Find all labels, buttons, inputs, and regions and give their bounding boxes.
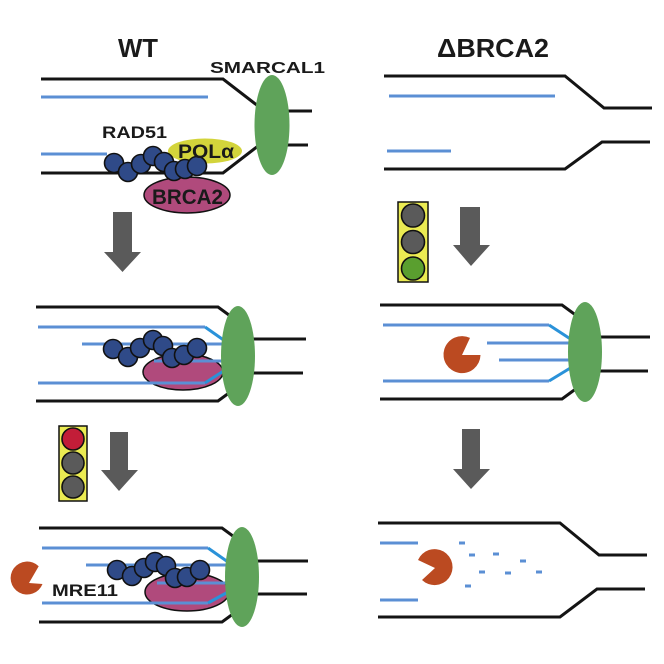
traffic-light-bottom-lamp [400, 256, 426, 281]
traffic-light-bottom-lamp [61, 475, 85, 499]
rad51-filament [106, 551, 211, 589]
nascent-strand-junction [548, 365, 573, 383]
parental-strand-bottom [36, 388, 234, 403]
mre11-nuclease-icon [418, 549, 453, 586]
nascent-strand-junction [207, 546, 229, 564]
parental-strand-bottom [41, 144, 259, 175]
nascent-strand-junction [548, 323, 573, 342]
mre11-nuclease-icon [443, 336, 481, 374]
parental-strand-top [36, 305, 234, 320]
rad51-filament [102, 329, 208, 369]
smarcal1-protein [221, 306, 255, 406]
parental-strand-bottom [378, 587, 645, 619]
parental-strand-top [39, 526, 238, 541]
down-arrow-icon [104, 212, 141, 272]
parental-strand-top [380, 303, 578, 318]
smarcal1-label: SMARCAL1 [210, 60, 325, 77]
dna-fragment [465, 584, 471, 588]
rad51-protomer [186, 337, 208, 359]
smarcal1-protein [568, 302, 602, 402]
mre11-label: MRE11 [52, 581, 118, 600]
parental-strand-top [384, 74, 652, 110]
smarcal1-protein [225, 527, 259, 627]
dbrca2-panel-2-reversed-fork [380, 302, 650, 402]
smarcal1-protein [254, 75, 290, 175]
nascent-strand-junction [204, 325, 226, 343]
mre11-nuclease-icon [10, 561, 43, 595]
dna-fragment [493, 552, 499, 556]
column-title-dbrca2: ΔBRCA2 [437, 33, 549, 63]
wt-panel-3-protected-fork: MRE11 [10, 526, 308, 627]
down-arrow-icon [101, 432, 138, 491]
column-title-wt: WT [118, 33, 158, 63]
traffic-light-top-lamp [400, 203, 426, 228]
traffic-light-middle-lamp [400, 229, 426, 255]
parental-strand-bottom [39, 609, 238, 624]
rad51-filament [103, 145, 208, 183]
rad51-label: RAD51 [102, 123, 167, 142]
nascent-strand-junction [204, 368, 226, 385]
parental-strand-top [378, 521, 647, 557]
dna-fragment [505, 571, 511, 575]
dbrca2-panel-3-degraded-fork [378, 521, 647, 619]
dna-fragment [536, 570, 542, 574]
traffic-light-middle-lamp [61, 451, 85, 475]
degraded-dna-fragments [459, 541, 542, 588]
dna-fragment [459, 541, 465, 545]
nascent-strand-junction [207, 590, 229, 605]
rad51-protomer [186, 155, 208, 177]
wt-panel-2-reversed-fork [36, 305, 306, 406]
pol-alpha-protein [168, 138, 242, 164]
rad51-protomer [189, 559, 211, 581]
parental-strand-top [41, 77, 259, 108]
wt-panel-1-stalled-fork: SMARCAL1 RAD51 POLα BRCA2 [41, 60, 325, 214]
dna-fragment [469, 553, 475, 557]
parental-strand-bottom [380, 386, 578, 401]
pol-alpha-label: POLα [178, 142, 234, 163]
dna-fragment [520, 559, 526, 563]
traffic-light-stop-icon [58, 425, 88, 502]
parental-strand-bottom [384, 140, 650, 171]
down-arrow-icon [453, 429, 490, 489]
brca2-label: BRCA2 [152, 186, 223, 209]
traffic-light-top-lamp [61, 427, 85, 451]
traffic-light-go-icon [397, 201, 429, 283]
dna-fragment [479, 570, 485, 574]
dbrca2-panel-1-stalled-fork [384, 74, 652, 171]
down-arrow-icon [453, 207, 490, 266]
